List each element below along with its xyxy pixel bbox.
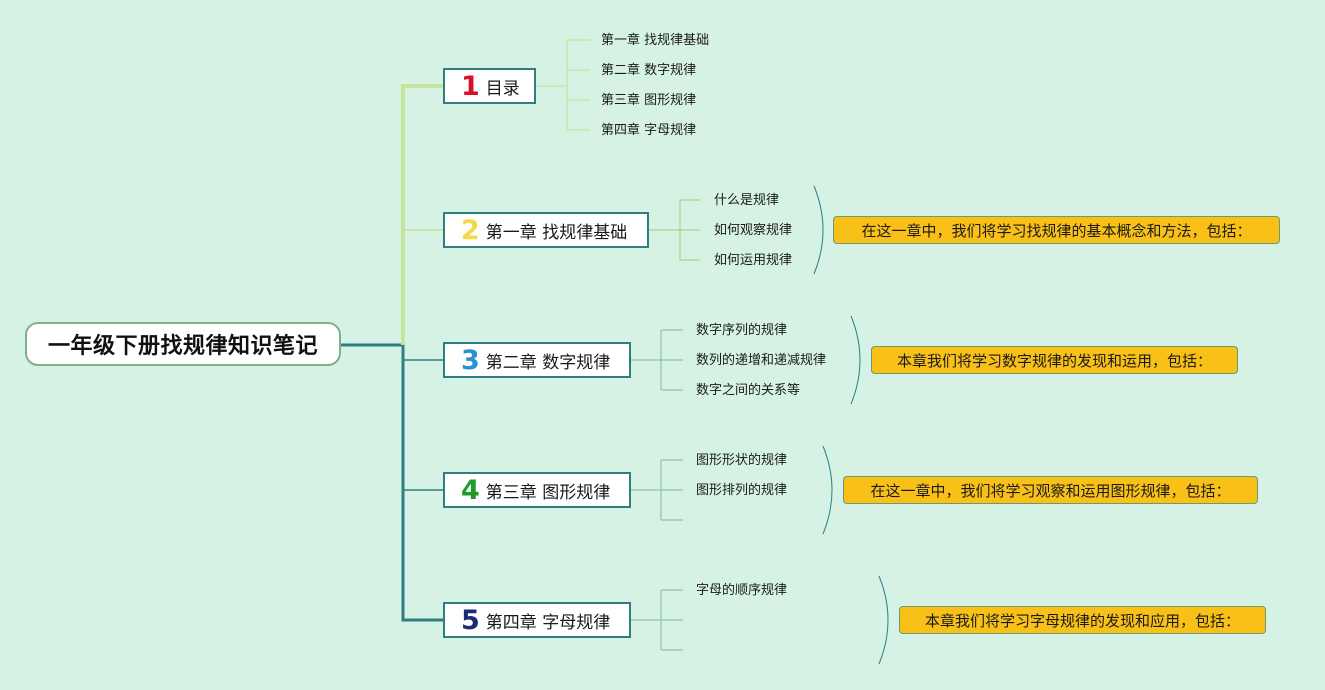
branch-number: 1 [461, 70, 480, 102]
branch-1-leaf-lines [536, 39, 590, 131]
leaf-item[interactable]: 图形排列的规律 [696, 483, 788, 498]
branch-number: 3 [461, 344, 480, 376]
summary-callout[interactable]: 本章我们将学习数字规律的发现和运用，包括： [871, 346, 1238, 374]
branch-node-toc[interactable]: 1 目录 [443, 68, 536, 104]
branch-4-leaf-lines [631, 459, 683, 521]
leaf-item[interactable]: 第三章 图形规律 [601, 93, 697, 108]
leaf-item[interactable]: 第二章 数字规律 [601, 63, 697, 78]
branch-number: 5 [461, 604, 480, 636]
leaf-item[interactable]: 什么是规律 [714, 193, 780, 208]
branch-number: 4 [461, 474, 480, 506]
branch-3-leaf-lines [631, 329, 683, 391]
trunk-upper [401, 84, 443, 345]
branch-label: 目录 [485, 78, 520, 99]
branch-label: 第一章 找规律基础 [485, 222, 628, 243]
summary-callout[interactable]: 本章我们将学习字母规律的发现和应用，包括： [899, 606, 1266, 634]
summary-text: 本章我们将学习数字规律的发现和运用，包括： [896, 351, 1212, 370]
summary-text: 在这一章中，我们将学习找规律的基本概念和方法，包括： [861, 221, 1252, 240]
branch-label: 第二章 数字规律 [485, 352, 611, 373]
branch-node-chapter-2[interactable]: 3 第二章 数字规律 [443, 342, 631, 378]
branch-5-leaf-lines [631, 589, 683, 651]
branch-node-chapter-4[interactable]: 5 第四章 字母规律 [443, 602, 631, 638]
leaf-item[interactable]: 如何运用规律 [714, 253, 793, 268]
summary-text: 在这一章中，我们将学习观察和运用图形规律，包括： [870, 481, 1231, 500]
summary-callout[interactable]: 在这一章中，我们将学习找规律的基本概念和方法，包括： [833, 216, 1280, 244]
leaf-item[interactable]: 数字之间的关系等 [696, 383, 801, 398]
leaf-item[interactable]: 图形形状的规律 [696, 453, 788, 468]
branch-label: 第四章 字母规律 [485, 612, 611, 633]
branch-node-chapter-1[interactable]: 2 第一章 找规律基础 [443, 212, 649, 248]
leaf-item[interactable]: 第四章 字母规律 [601, 123, 697, 138]
branch-3-brace [850, 315, 861, 405]
leaf-item[interactable]: 数列的递增和递减规律 [696, 353, 827, 368]
branch-number: 2 [461, 214, 480, 246]
root-topic[interactable]: 一年级下册找规律知识笔记 [25, 322, 341, 366]
branch-label: 第三章 图形规律 [485, 482, 611, 503]
leaf-item[interactable]: 字母的顺序规律 [696, 583, 788, 598]
leaf-item[interactable]: 如何观察规律 [714, 223, 793, 238]
leaf-item[interactable]: 数字序列的规律 [696, 323, 788, 338]
trunk-lower [401, 345, 443, 622]
leaf-item[interactable]: 第一章 找规律基础 [601, 33, 710, 48]
branch-2-leaf-lines [649, 199, 700, 261]
summary-text: 本章我们将学习字母规律的发现和应用，包括： [924, 611, 1240, 630]
branch-2-brace [813, 185, 824, 275]
summary-callout[interactable]: 在这一章中，我们将学习观察和运用图形规律，包括： [843, 476, 1258, 504]
root-title: 一年级下册找规律知识笔记 [47, 334, 318, 359]
branch-5-brace [878, 575, 889, 665]
branch-node-chapter-3[interactable]: 4 第三章 图形规律 [443, 472, 631, 508]
branch-4-brace [822, 445, 833, 535]
